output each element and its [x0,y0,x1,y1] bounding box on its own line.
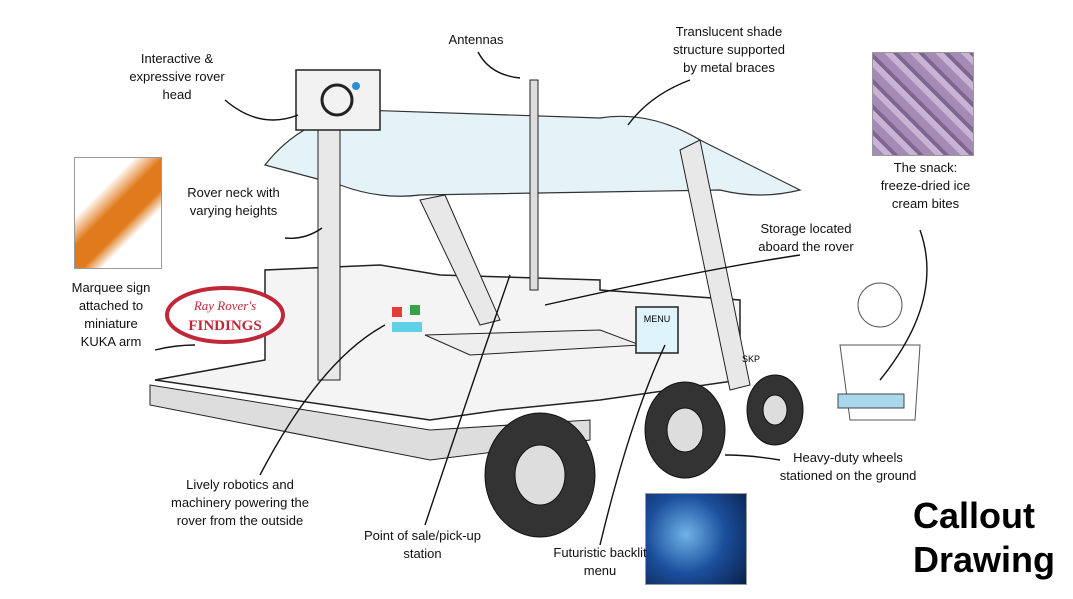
brace-right [679,139,751,391]
callout-rover-head: Interactive & expressive rover head [129,51,225,102]
snack-photo [872,52,974,156]
kuka-arm-photo [74,157,162,269]
wheels [484,374,804,538]
callout-marquee: Marquee sign attached to miniature KUKA … [71,280,151,349]
title-line-1: Callout [912,495,1035,536]
callout-storage: Storage located aboard the rover [758,221,854,254]
callout-shade: Translucent shade structure supported by… [672,24,785,75]
svg-text:MENU: MENU [644,314,671,324]
title-line-2: Drawing [912,539,1055,580]
callout-neck: Rover neck with varying heights [187,185,280,218]
rover-head [295,69,381,131]
callout-pos: Point of sale/pick-up station [363,528,482,561]
antenna-pole [529,79,539,291]
backlit-menu-photo [645,493,747,585]
rover-neck [317,124,341,381]
person-figure [857,282,903,328]
svg-text:SKP: SKP [742,354,760,364]
menu-board [635,306,679,354]
callout-snack: The snack: freeze-dried ice cream bites [880,160,971,211]
callout-menu: Futuristic backlit menu [553,545,647,578]
brace-left [419,194,501,326]
svg-text:FINDINGS: FINDINGS [188,318,261,334]
snack-tray [837,393,905,409]
callout-robotics: Lively robotics and machinery powering t… [170,477,310,528]
callout-antennas: Antennas [448,32,504,47]
marquee-sign [165,286,285,344]
svg-text:Ray Rover's: Ray Rover's [193,298,256,313]
page-title: Callout Drawing [913,494,1055,582]
rover-base [149,384,591,461]
callout-wheels: Heavy-duty wheels stationed on the groun… [779,450,917,483]
